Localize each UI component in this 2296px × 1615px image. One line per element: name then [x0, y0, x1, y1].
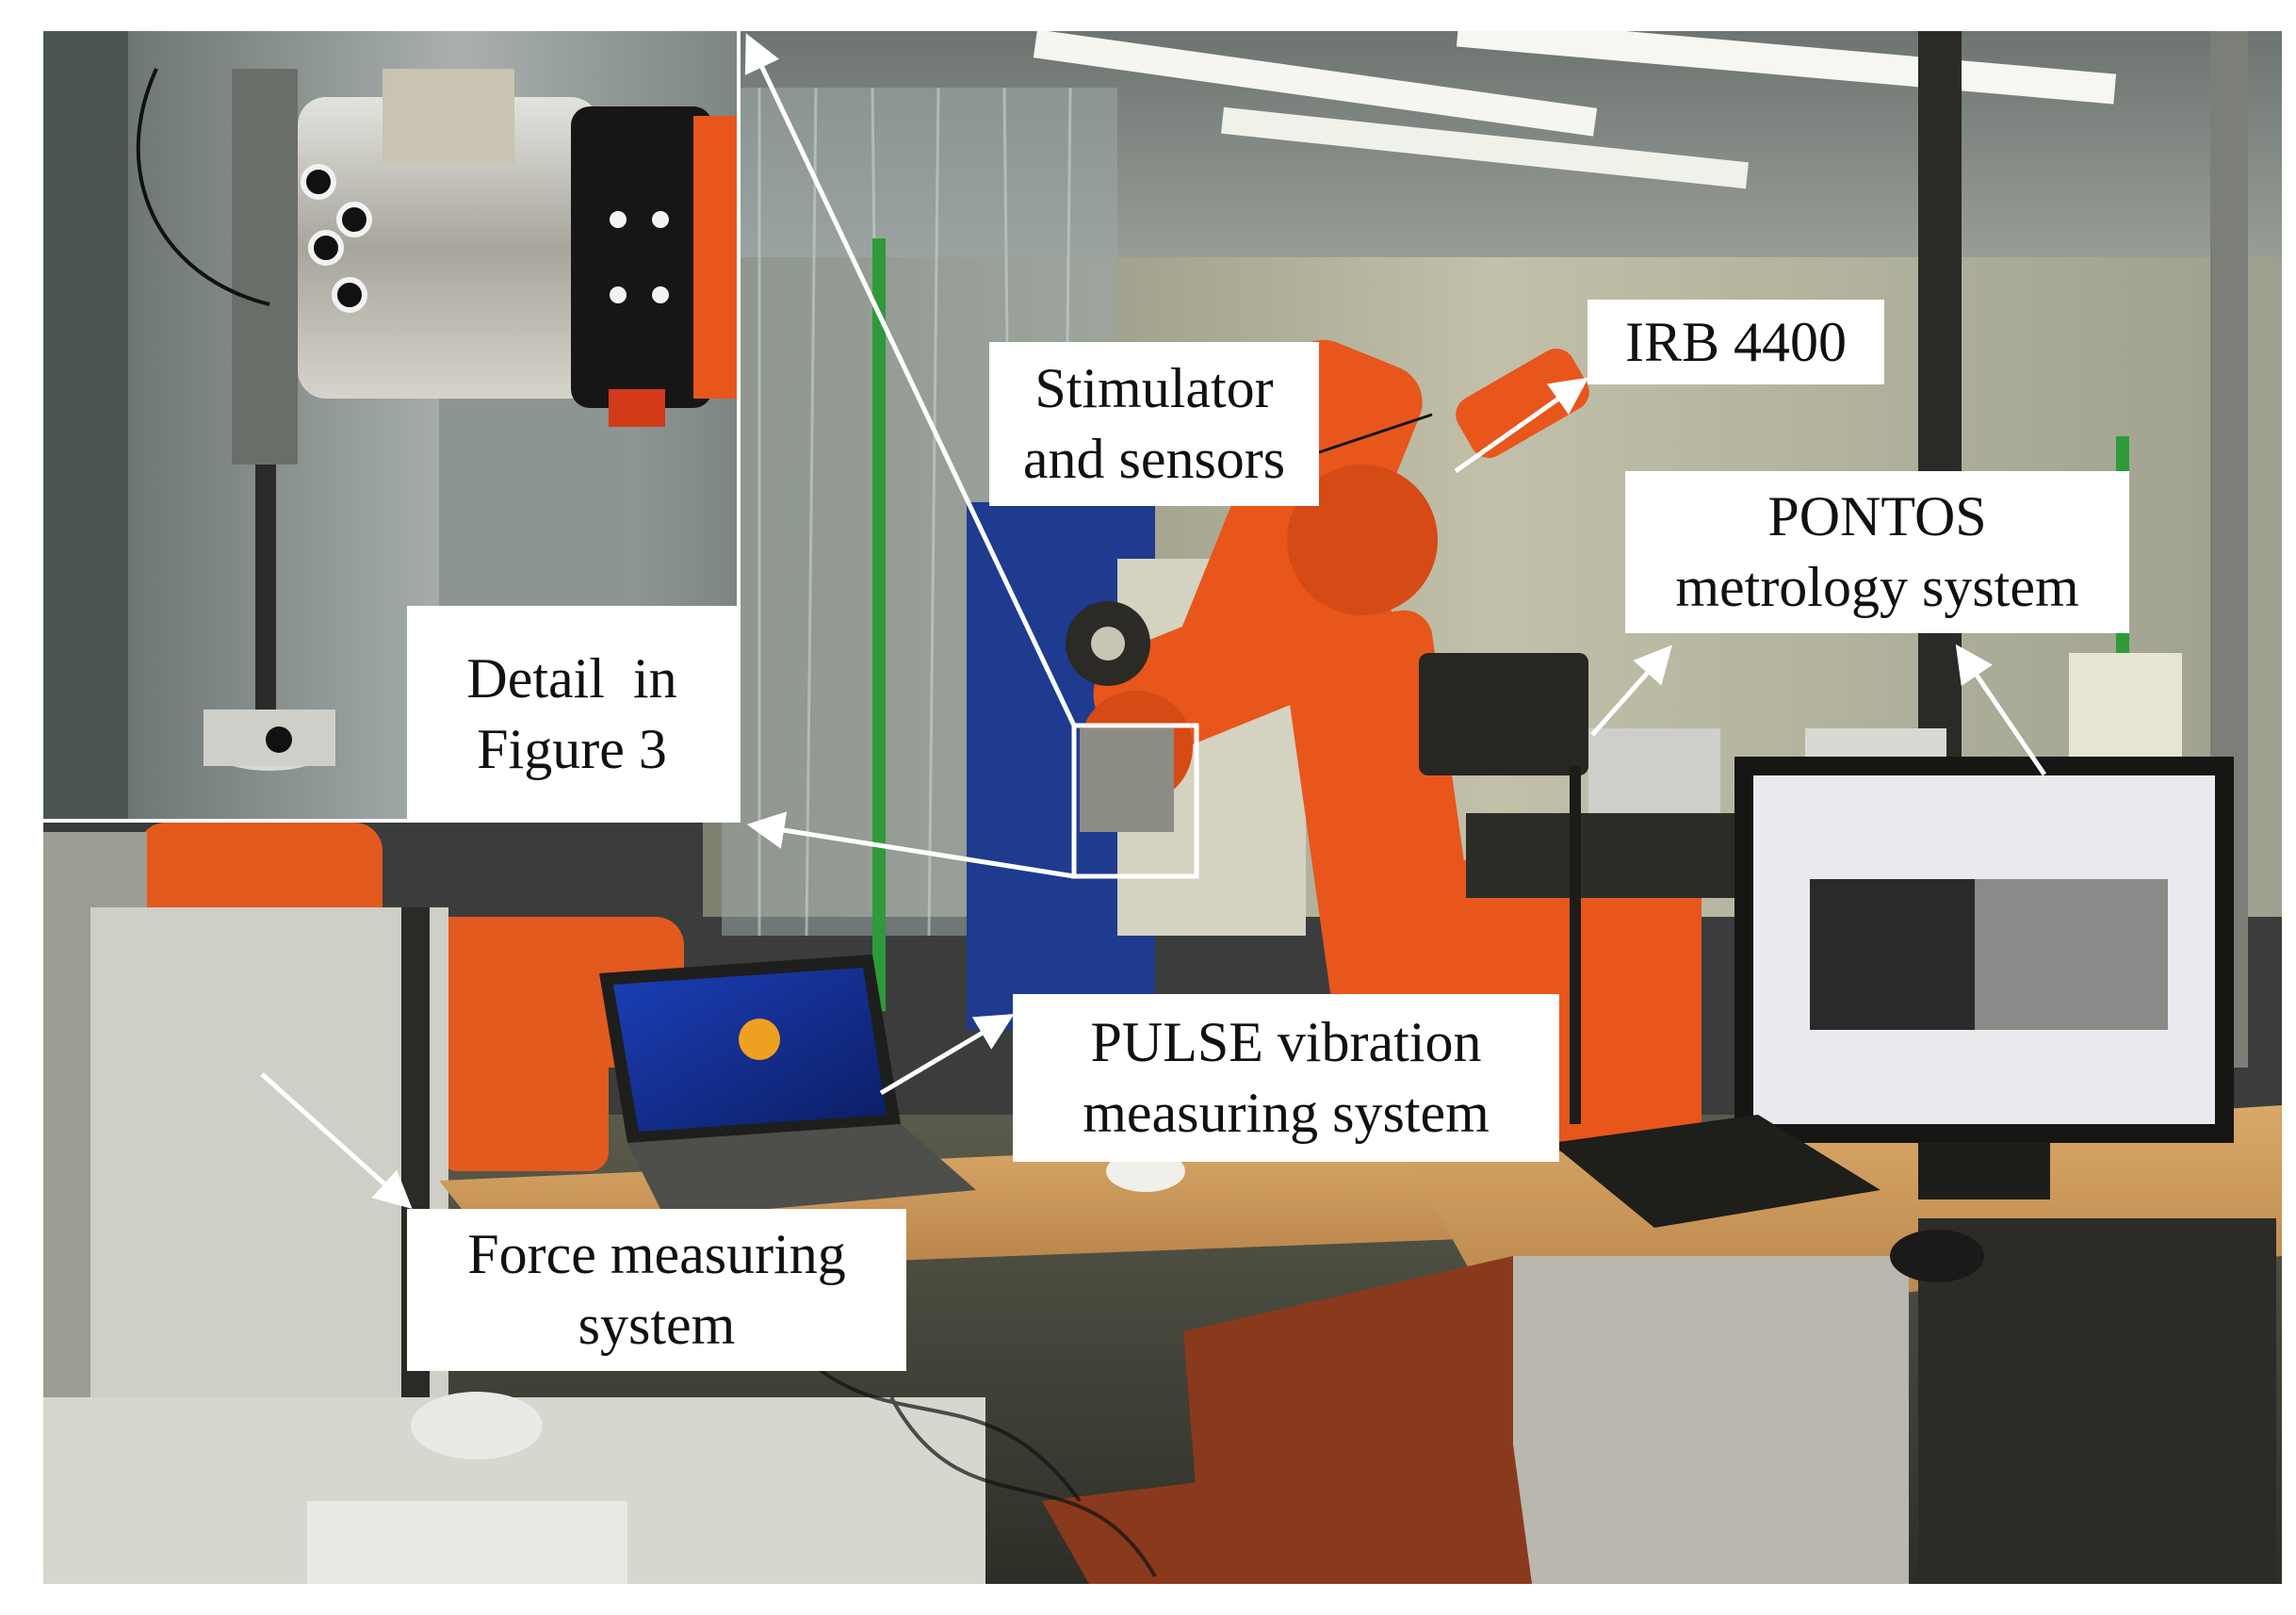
mouse-right	[1890, 1230, 1984, 1282]
arrow-to-inset-bottom	[746, 811, 1075, 879]
label-pulse-vibration-measuring-system: PULSE vibration measuring system	[1013, 994, 1559, 1162]
laptop	[599, 954, 976, 1218]
ceiling-light	[1033, 31, 1598, 137]
stimulator-device	[1066, 601, 1174, 832]
arrow-pulse	[879, 1014, 1015, 1096]
label-line: PULSE vibration	[1090, 1011, 1482, 1073]
label-line: system	[578, 1294, 736, 1356]
label-line: PONTOS	[1767, 485, 1987, 547]
pontos-camera-rig	[1419, 653, 1946, 1124]
label-stimulator-and-sensors: Stimulator and sensors	[989, 342, 1319, 506]
label-line: IRB 4400	[1624, 310, 1848, 373]
arrow-irb-4400	[1454, 377, 1589, 474]
label-force-measuring-system: Force measuring system	[407, 1209, 906, 1371]
mouse	[411, 1392, 543, 1460]
detail-inset-border	[43, 31, 741, 823]
label-line: measuring system	[1083, 1082, 1490, 1144]
label-line: and sensors	[1022, 428, 1286, 490]
keyboard	[307, 1501, 627, 1584]
label-irb-4400: IRB 4400	[1588, 300, 1884, 384]
keyboard-right	[1551, 1115, 1881, 1228]
drawer-cabinet	[1513, 1256, 1909, 1584]
label-line: Stimulator	[1034, 357, 1274, 419]
pontos-monitor	[1734, 757, 2234, 1199]
label-pontos-metrology-system: PONTOS metrology system	[1625, 471, 2129, 633]
green-frame	[872, 238, 886, 1011]
arrow-pontos-monitor	[1955, 644, 2047, 776]
ceiling-light	[1221, 106, 1749, 189]
arrow-force	[260, 1072, 413, 1210]
label-line: Figure 3	[477, 718, 667, 780]
label-line: Force measuring	[467, 1223, 846, 1285]
chair	[1042, 1256, 1532, 1584]
label-line: Detail in	[466, 647, 677, 710]
label-line: metrology system	[1675, 556, 2079, 618]
lab-scene	[43, 31, 2282, 1584]
stimulator-lead-line	[1318, 413, 1433, 454]
detail-region-box	[1071, 723, 1199, 879]
metal-case	[1918, 1218, 2276, 1584]
lab-photograph	[43, 31, 2282, 1584]
arrow-to-inset-top	[744, 33, 1077, 727]
label-detail-in-figure-3: Detail in Figure 3	[407, 606, 737, 823]
arrow-pontos-camera	[1590, 644, 1672, 737]
